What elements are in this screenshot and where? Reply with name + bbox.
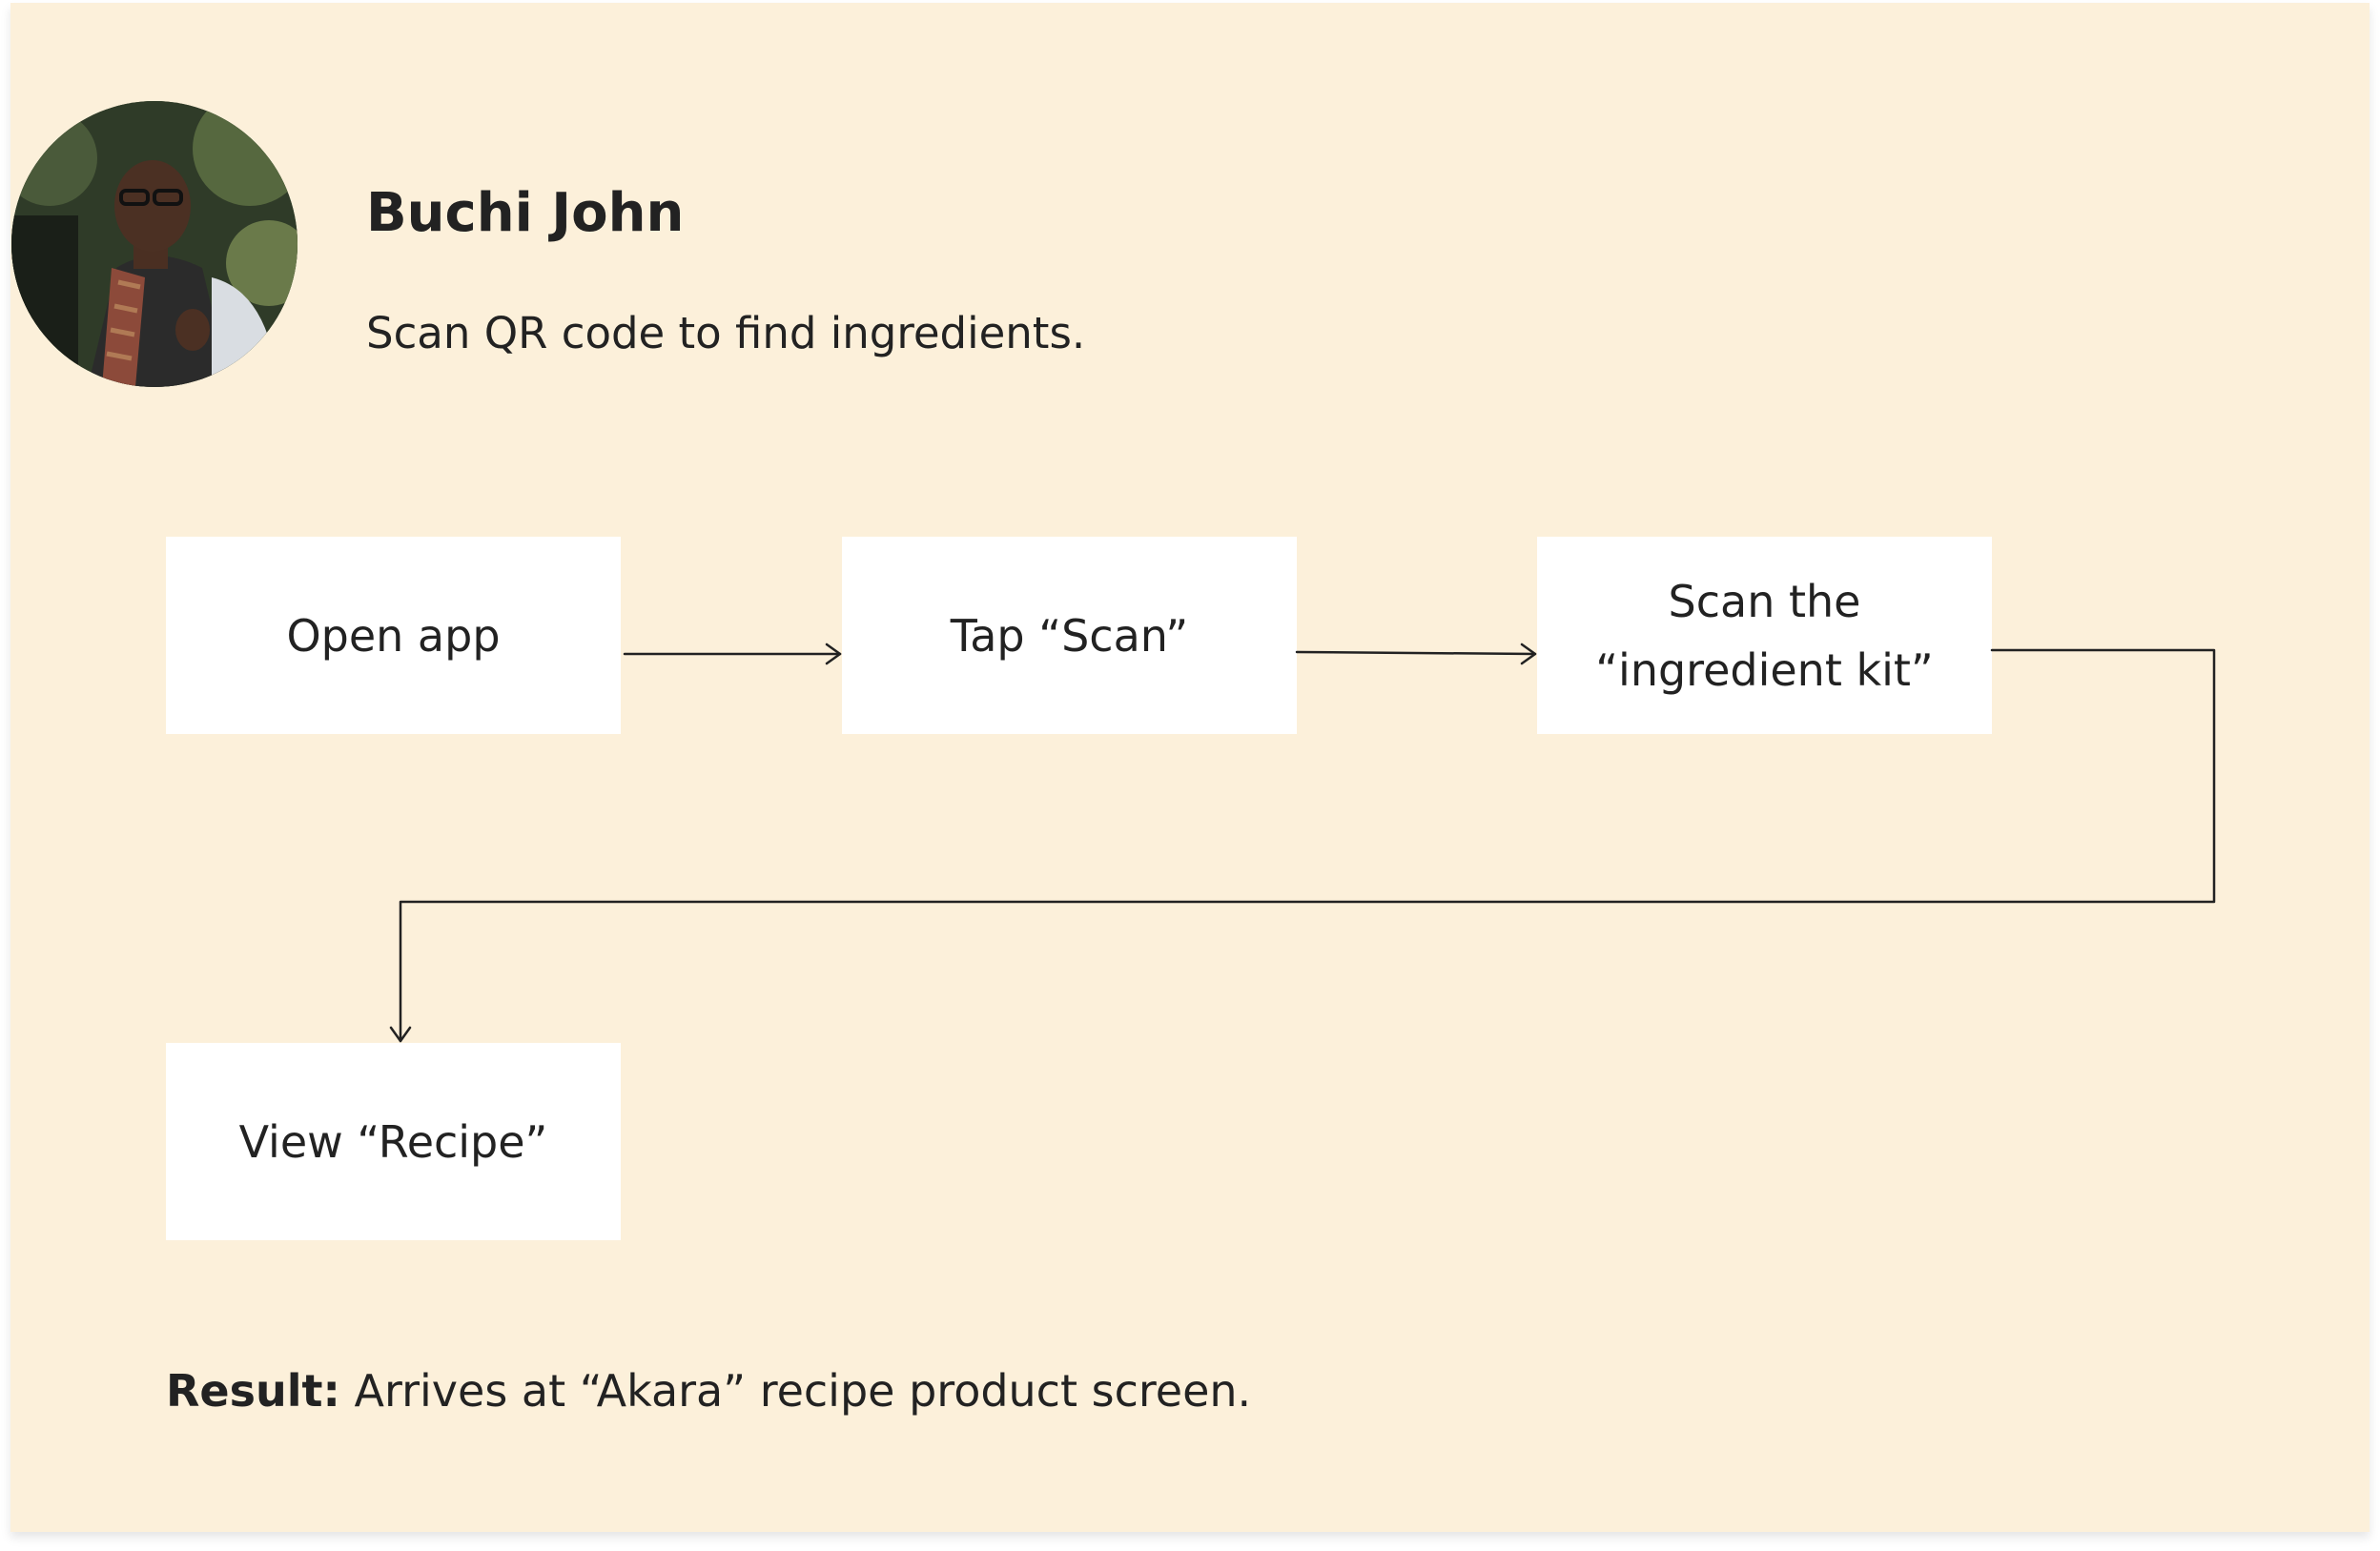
result-label: Result: [166, 1365, 340, 1417]
persona-goal: Scan QR code to find ingredients. [366, 308, 1086, 358]
arrow-tap-scan-to-scan-kit [1295, 643, 1537, 665]
arrow-scan-kit-to-view-recipe [389, 648, 2216, 1043]
result-text: Result: Arrives at “Akara” recipe produc… [166, 1369, 1251, 1413]
persona-flow-card [10, 3, 2370, 1532]
flow-step-scan-kit: Scan the “ingredient kit” [1537, 537, 1992, 734]
avatar [11, 101, 298, 387]
flow-step-label-line2: “ingredient kit” [1595, 643, 1934, 696]
persona-name: Buchi John [366, 182, 685, 244]
flow-step-label: View “Recipe” [238, 1115, 548, 1168]
flow-step-label: Open app [286, 609, 501, 662]
flow-step-view-recipe: View “Recipe” [166, 1043, 621, 1240]
flow-step-tap-scan: Tap “Scan” [842, 537, 1297, 734]
flow-step-label: Tap “Scan” [950, 609, 1189, 662]
flow-step-label-line1: Scan the [1668, 575, 1861, 627]
flow-step-open-app: Open app [166, 537, 621, 734]
arrow-open-app-to-tap-scan [623, 643, 842, 665]
result-description: Arrives at “Akara” recipe product screen… [339, 1365, 1252, 1417]
